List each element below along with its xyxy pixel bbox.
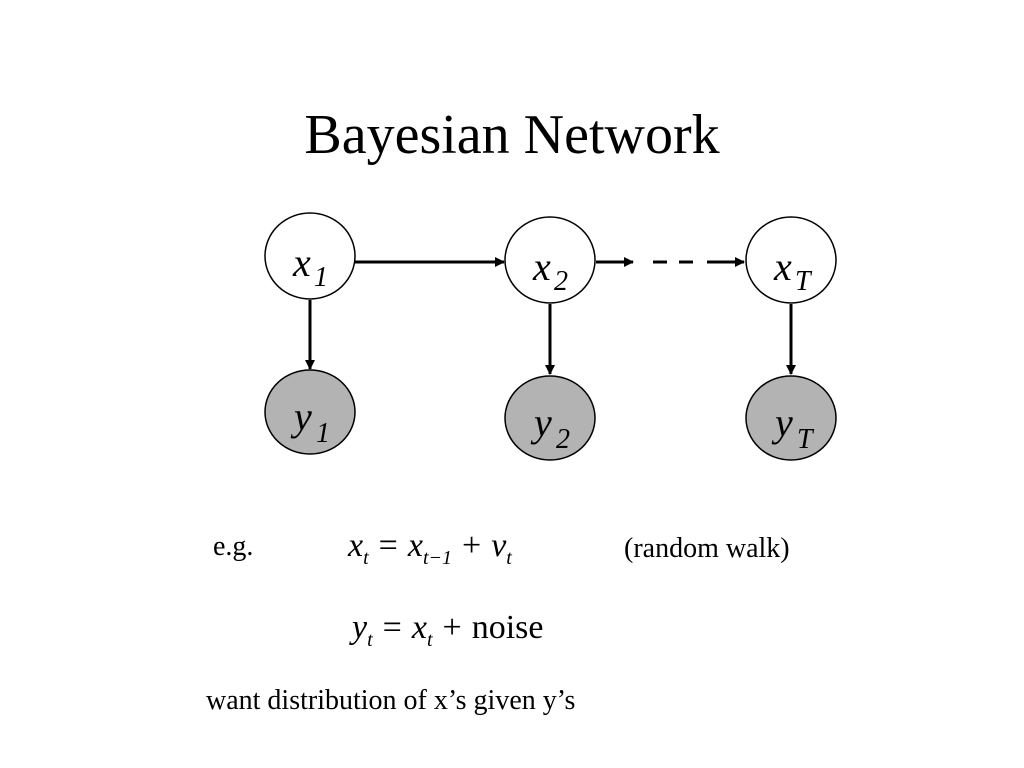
node-circle [504,216,596,304]
node-yT: y T [745,375,837,461]
eq-term-sub: t−1 [422,547,452,569]
eq-noise-term: noise [471,609,544,646]
eq-lhs: y [352,609,368,646]
eq-term-sub: t [426,629,433,651]
node-subscript: 1 [314,262,328,293]
node-xT: x T [745,216,837,304]
random-walk-note: (random walk) [624,533,790,564]
node-subscript: 2 [556,424,570,455]
node-subscript: T [797,424,815,455]
node-circle [264,212,356,300]
node-y1: y 1 [264,369,356,455]
node-x2: x 2 [504,216,596,304]
eq-plus: + [462,527,482,564]
node-var: y [771,400,793,445]
footer-text: want distribution of x’s given y’s [206,685,576,716]
node-var: y [530,400,552,445]
node-x1: x 1 [264,212,356,300]
slide-title: Bayesian Network [304,104,720,166]
node-circle [745,375,837,461]
eq-term: x [411,609,427,646]
eq-plus: + [442,609,462,646]
node-y2: y 2 [504,375,596,461]
eq-lhs-sub: t [367,629,373,651]
eq-term-sub: t [506,547,512,569]
eq-equals: = [378,527,398,564]
node-circle [745,216,837,304]
example-label: e.g. [213,531,254,562]
eq-lhs: x [348,527,364,564]
node-circle [264,369,356,455]
node-var: x [773,244,792,289]
eq-lhs-sub: t [363,547,369,569]
node-subscript: 1 [316,418,330,449]
node-var: x [532,244,551,289]
node-subscript: T [795,266,813,297]
eq-term: v [491,527,507,564]
node-circle [504,375,596,461]
equation-random-walk: xt=xt−1+vt [348,526,512,578]
eq-term: x [407,527,423,564]
node-subscript: 2 [554,266,568,297]
node-var: x [292,240,311,285]
node-var: y [290,394,312,439]
eq-equals: = [382,609,402,646]
equation-observation: yt=xt+noise [352,608,543,660]
